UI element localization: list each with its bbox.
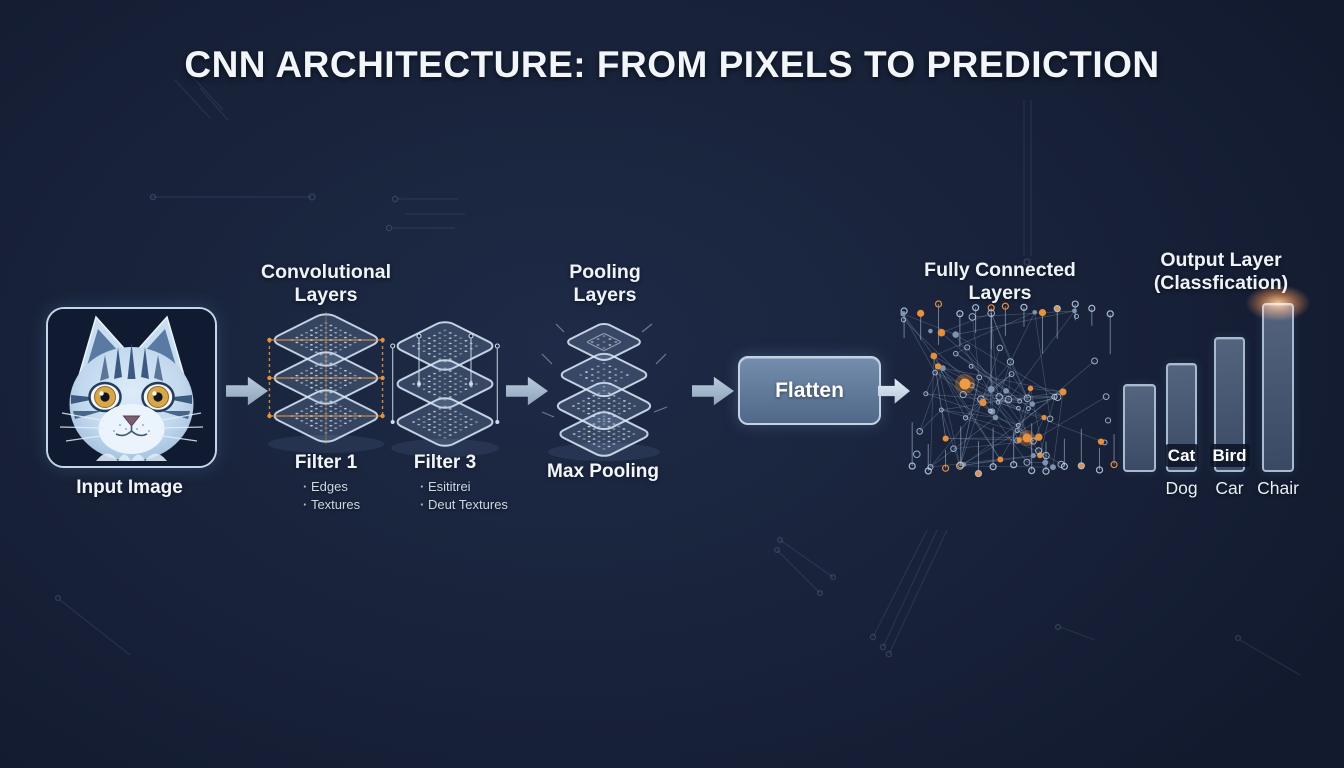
bar-label-below: Chair <box>1257 478 1299 498</box>
output-bar-dog: Cat <box>1164 363 1199 472</box>
filter1-bullets: Edges Textures <box>303 478 360 514</box>
filter3-bullets: Esititrei Deut Textures <box>420 478 508 514</box>
conv-filter1-stack <box>267 306 385 453</box>
filter3-label: Filter 3 <box>413 452 477 473</box>
bar-label-below: Dog <box>1165 478 1198 498</box>
bar-label-on-bar: Cat <box>1164 444 1199 467</box>
output-bar-rank1 <box>1123 384 1156 472</box>
conv-filter3-stack <box>390 310 500 457</box>
arrow-pooling-to-flatten <box>692 376 734 406</box>
filter3-bullet: Deut Textures <box>420 496 508 514</box>
cat-illustration <box>48 309 215 466</box>
pooling-heading: Pooling Layers <box>569 261 641 306</box>
flatten-box: Flatten <box>738 356 881 425</box>
bar-label-on-bar: Bird <box>1209 444 1250 467</box>
fc-network <box>900 300 1118 478</box>
filter1-bullet: Edges <box>303 478 360 496</box>
output-bar-chair <box>1262 303 1294 472</box>
conv-heading: Convolutional Layers <box>261 261 391 306</box>
max-pooling-label: Max Pooling <box>547 461 659 482</box>
input-image-label: Input Image <box>76 477 183 498</box>
output-bar-car: Bird <box>1209 337 1250 472</box>
fc-heading: Fully Connected Layers <box>924 259 1076 304</box>
page-title: CNN ARCHITECTURE: FROM PIXELS TO PREDICT… <box>184 44 1160 85</box>
filter1-bullet: Textures <box>303 496 360 514</box>
filter3-bullet: Esititrei <box>420 478 508 496</box>
flatten-label: Flatten <box>775 378 844 402</box>
pooling-stack <box>541 323 668 461</box>
bar-label-below: Car <box>1215 478 1244 498</box>
output-heading: Output Layer (Classfication) <box>1153 249 1289 294</box>
filter1-label: Filter 1 <box>294 452 358 473</box>
input-image <box>46 307 217 468</box>
